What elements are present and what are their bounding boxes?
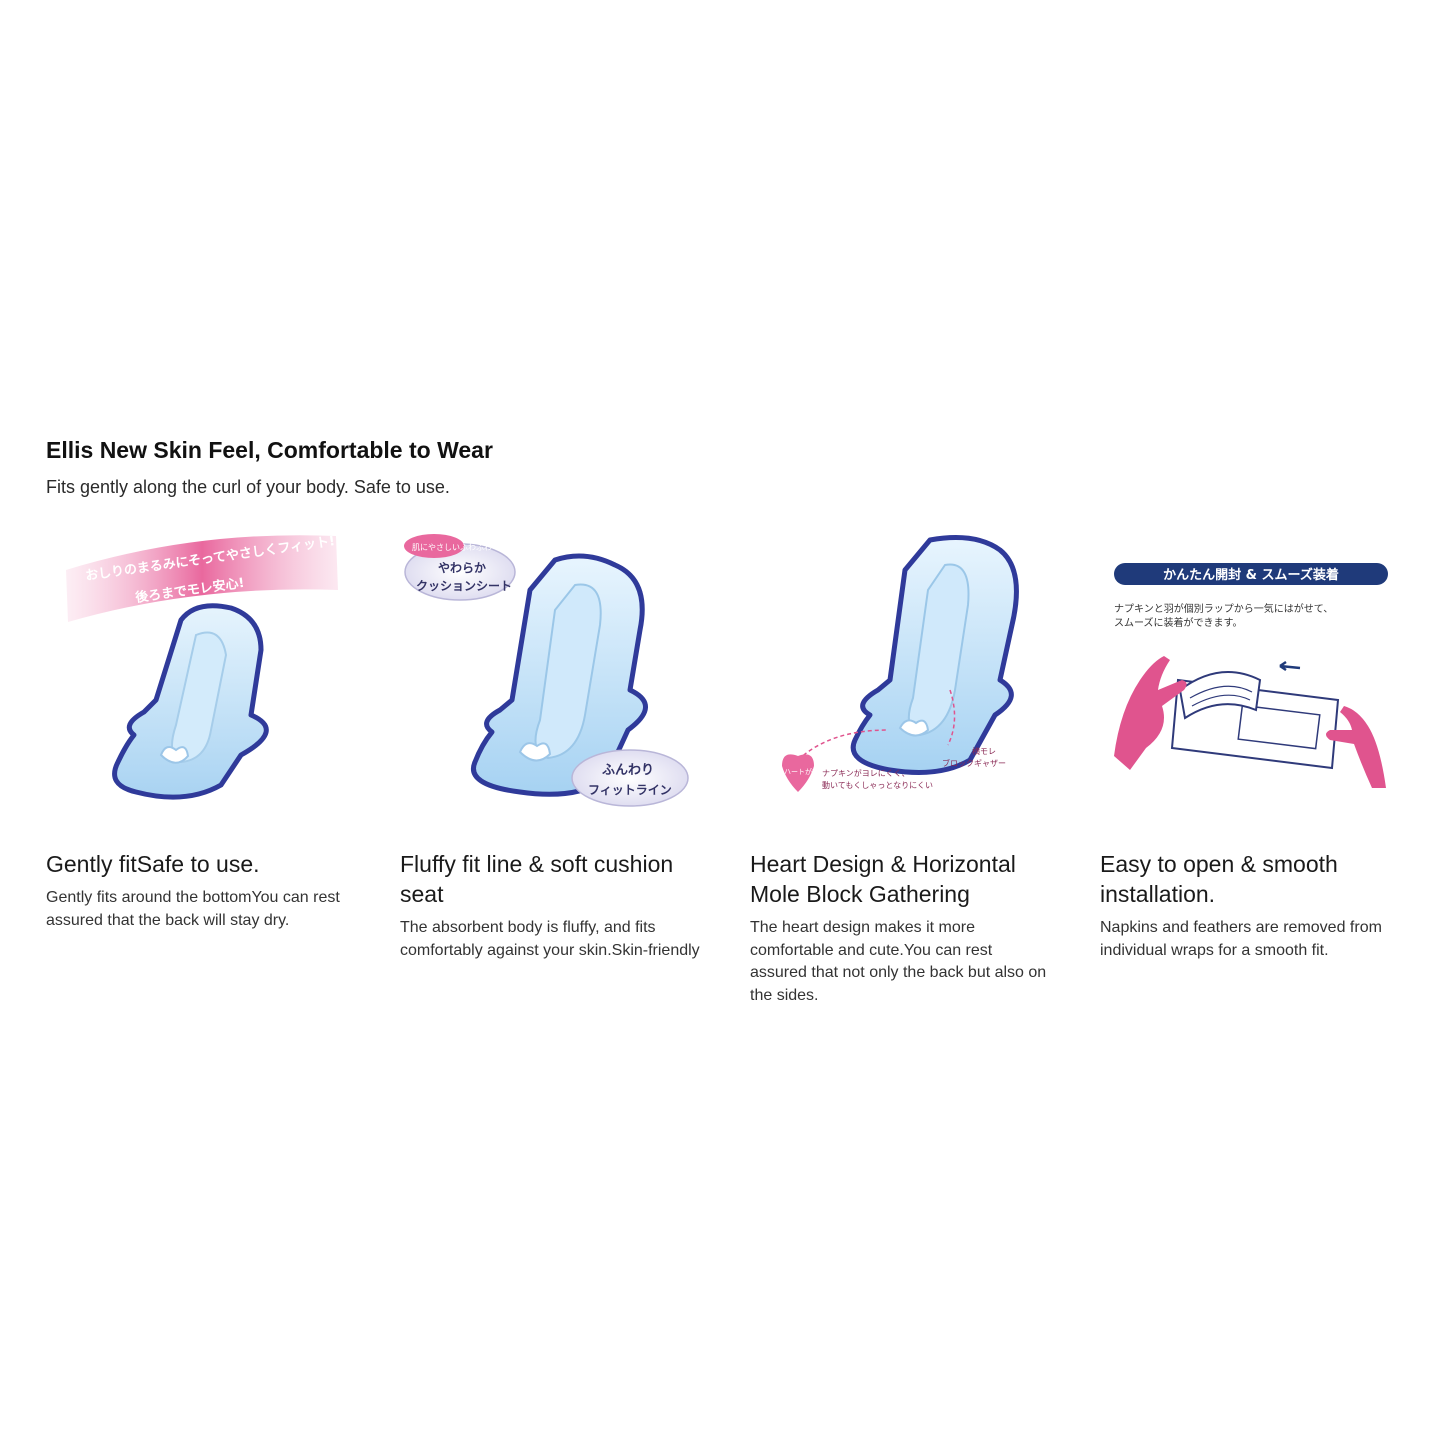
feature-image: おしりのまるみにそってやさしくフィット! 後ろまでモレ安心! (46, 530, 346, 810)
side-label-1: 横モレ (972, 746, 996, 756)
feature-image: ハートが安心 ナプキンがヨレにくく、 動いてもくしゃっとなりにくい 横モレ ブロ… (750, 530, 1050, 810)
heart-label: ハートが安心 (784, 767, 826, 776)
badge-small-text: 肌にやさしいふわふわ (412, 543, 492, 552)
sanitary-pad-icon: おしりのまるみにそってやさしくフィット! 後ろまでモレ安心! (66, 534, 338, 800)
feature-image: 肌にやさしいふわふわ やわらか クッションシート ふんわり フィットライン (400, 530, 700, 810)
feature-text: Gently fits around the bottomYou can res… (46, 889, 340, 929)
feature-heading: Fluffy fit line & soft cushion seat (400, 851, 674, 907)
section-title: Ellis New Skin Feel, Comfortable to Wear (46, 437, 493, 463)
caption-line-2: スムーズに装着ができます。 (1114, 616, 1243, 629)
heart-note-2: 動いてもくしゃっとなりにくい (822, 781, 933, 790)
feature-card-heart-design: ハートが安心 ナプキンがヨレにくく、 動いてもくしゃっとなりにくい 横モレ ブロ… (750, 530, 1050, 1007)
badge-bottom-text: ふんわり (602, 763, 654, 778)
banner-label: かんたん開封 & スムーズ装着 (1163, 567, 1339, 583)
section-subtitle: Fits gently along the curl of your body.… (46, 477, 450, 497)
caption-line-1: ナプキンと羽が個別ラップから一気にはがせて、 (1114, 602, 1333, 615)
badge-top-text: やわらか (438, 561, 486, 575)
feature-card-easy-open: かんたん開封 & スムーズ装着 ナプキンと羽が個別ラップから一気にはがせて、 ス… (1100, 530, 1400, 962)
sanitary-pad-icon: ハートが安心 ナプキンがヨレにくく、 動いてもくしゃっとなりにくい 横モレ ブロ… (782, 535, 1019, 792)
hands-unwrapping-icon: かんたん開封 & スムーズ装着 ナプキンと羽が個別ラップから一気にはがせて、 ス… (1114, 563, 1388, 788)
feature-card-fluffy-fit: 肌にやさしいふわふわ やわらか クッションシート ふんわり フィットライン Fl… (400, 530, 700, 962)
feature-image: かんたん開封 & スムーズ装着 ナプキンと羽が個別ラップから一気にはがせて、 ス… (1100, 530, 1400, 810)
feature-heading: Easy to open & smooth installation. (1100, 851, 1338, 907)
badge-bottom-text-2: フィットライン (588, 783, 672, 797)
feature-text: The heart design makes it more comfortab… (750, 919, 1047, 1004)
feature-card-gentle-fit: おしりのまるみにそってやさしくフィット! 後ろまでモレ安心! Gently fi… (46, 530, 346, 932)
side-label-2: ブロックギャザー (942, 758, 1006, 768)
heart-note-1: ナプキンがヨレにくく、 (822, 768, 910, 778)
sanitary-pad-icon: 肌にやさしいふわふわ やわらか クッションシート ふんわり フィットライン (404, 534, 689, 807)
feature-heading: Gently fitSafe to use. (46, 851, 260, 877)
feature-text: Napkins and feathers are removed from in… (1100, 919, 1382, 959)
badge-top-text-2: クッションシート (416, 579, 512, 593)
feature-text: The absorbent body is fluffy, and fits c… (400, 919, 700, 959)
feature-heading: Heart Design & Horizontal Mole Block Gat… (750, 851, 1016, 907)
feature-section: Ellis New Skin Feel, Comfortable to Wear… (46, 436, 1406, 1004)
